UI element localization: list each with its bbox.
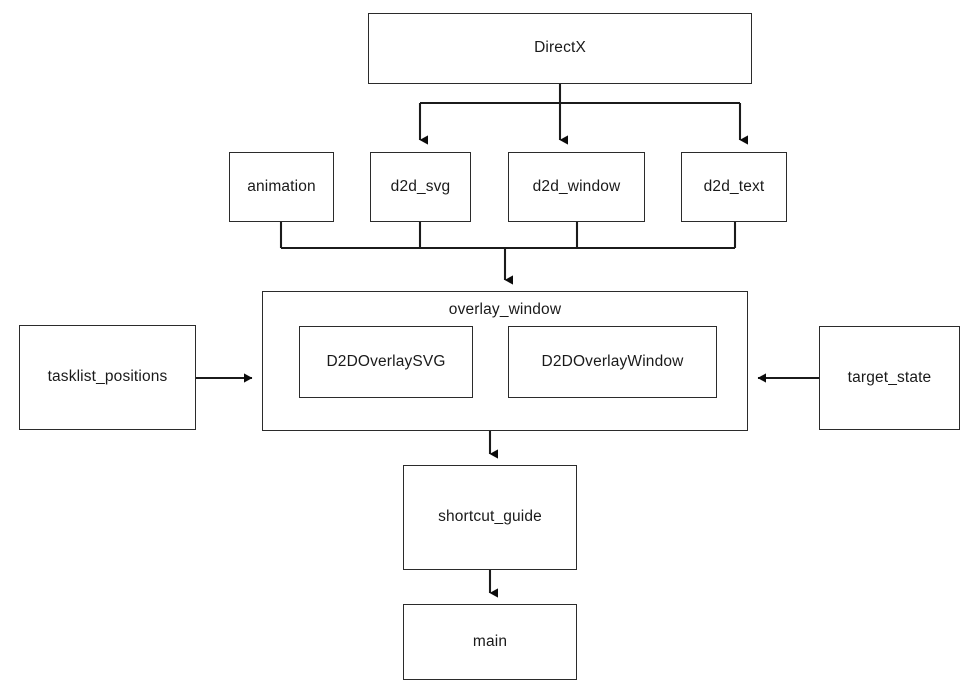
- node-label: animation: [247, 177, 316, 195]
- group-title-overlay-window: overlay_window: [448, 301, 562, 318]
- node-main[interactable]: main: [403, 604, 577, 680]
- node-d2doverlaysvg[interactable]: D2DOverlaySVG: [299, 326, 473, 398]
- node-d2d-svg[interactable]: d2d_svg: [370, 152, 471, 222]
- node-label: d2d_svg: [390, 177, 451, 195]
- edge-row2-merge: [279, 222, 737, 285]
- node-animation[interactable]: animation: [229, 152, 334, 222]
- node-target-state[interactable]: target_state: [819, 326, 960, 430]
- node-label: D2DOverlayWindow: [541, 352, 684, 370]
- node-d2d-text[interactable]: d2d_text: [681, 152, 787, 222]
- node-d2doverlaywindow[interactable]: D2DOverlayWindow: [508, 326, 717, 398]
- node-d2d-window[interactable]: d2d_window: [508, 152, 645, 222]
- node-label: D2DOverlaySVG: [326, 352, 446, 370]
- node-label: DirectX: [534, 39, 586, 57]
- node-shortcut-guide[interactable]: shortcut_guide: [403, 465, 577, 570]
- edge-directx-fanout: [418, 84, 748, 145]
- node-label: d2d_text: [703, 177, 765, 195]
- node-label: target_state: [847, 368, 932, 386]
- node-tasklist-positions[interactable]: tasklist_positions: [19, 325, 196, 430]
- node-label: tasklist_positions: [47, 368, 168, 386]
- node-label: d2d_window: [532, 177, 621, 195]
- node-label: shortcut_guide: [438, 508, 542, 526]
- node-directx[interactable]: DirectX: [368, 13, 752, 84]
- node-label: main: [472, 632, 508, 650]
